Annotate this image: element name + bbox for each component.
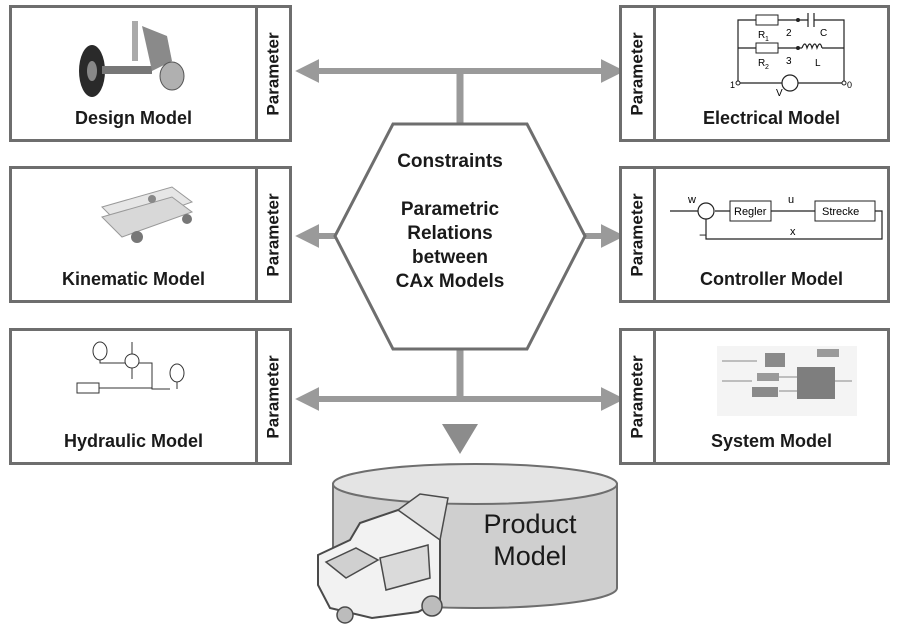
design-model-box: Design Model Parameter [9,5,292,142]
kinematic-model-title: Kinematic Model [61,269,206,289]
svg-text:2: 2 [765,64,769,71]
svg-text:1: 1 [765,36,769,43]
svg-text:−: − [699,228,706,242]
design-model-icon [79,21,185,97]
down-arrow-icon [442,424,478,454]
svg-text:C: C [820,28,827,39]
svg-text:0: 0 [847,80,852,90]
kinematic-parameter: Parameter [255,169,289,300]
svg-text:Strecke: Strecke [822,206,859,218]
product-model-label: Product Model [483,509,577,571]
cax-models-label: CAx Models [395,271,505,292]
system-model-icon [717,346,857,416]
electrical-parameter: Parameter [622,8,656,139]
constraints-label: Constraints [397,151,503,172]
hydraulic-model-title: Hydraulic Model [63,431,204,451]
kinematic-model-icon [101,186,194,243]
svg-text:L: L [815,58,821,69]
controller-model-title: Controller Model [700,269,843,289]
hydraulic-model-icon [76,341,185,394]
system-model-title: System Model [710,431,833,451]
relations-label: Relations [407,223,493,244]
design-model-title: Design Model [74,108,192,128]
control-loop-diagram: w u x Regler Strecke − [670,194,883,242]
svg-text:2: 2 [786,28,792,39]
constraints-text: Constraints Parametric Relations between… [350,150,550,294]
controller-model-box: Parameter w u x Regler Strecke − Control… [619,166,890,303]
hydraulic-parameter: Parameter [255,331,289,462]
between-label: between [411,247,489,268]
svg-text:u: u [788,194,794,206]
constraints-hexagon [333,122,587,351]
kinematic-model-box: Kinematic Model Parameter [9,166,292,303]
truck-icon [317,493,449,624]
svg-text:R: R [758,30,765,41]
design-parameter: Parameter [255,8,289,139]
svg-text:3: 3 [786,56,792,67]
electrical-model-title: Electrical Model [702,108,841,128]
svg-text:w: w [687,194,696,206]
svg-text:V: V [776,88,783,98]
parametric-label: Parametric [400,199,500,220]
system-model-box: Parameter System Model [619,328,890,465]
controller-parameter: Parameter [622,169,656,300]
svg-text:x: x [790,226,796,238]
system-parameter: Parameter [622,331,656,462]
svg-text:1: 1 [730,80,735,90]
hydraulic-model-box: Hydraulic Model Parameter [9,328,292,465]
svg-text:Regler: Regler [734,206,767,218]
svg-text:R: R [758,58,765,69]
